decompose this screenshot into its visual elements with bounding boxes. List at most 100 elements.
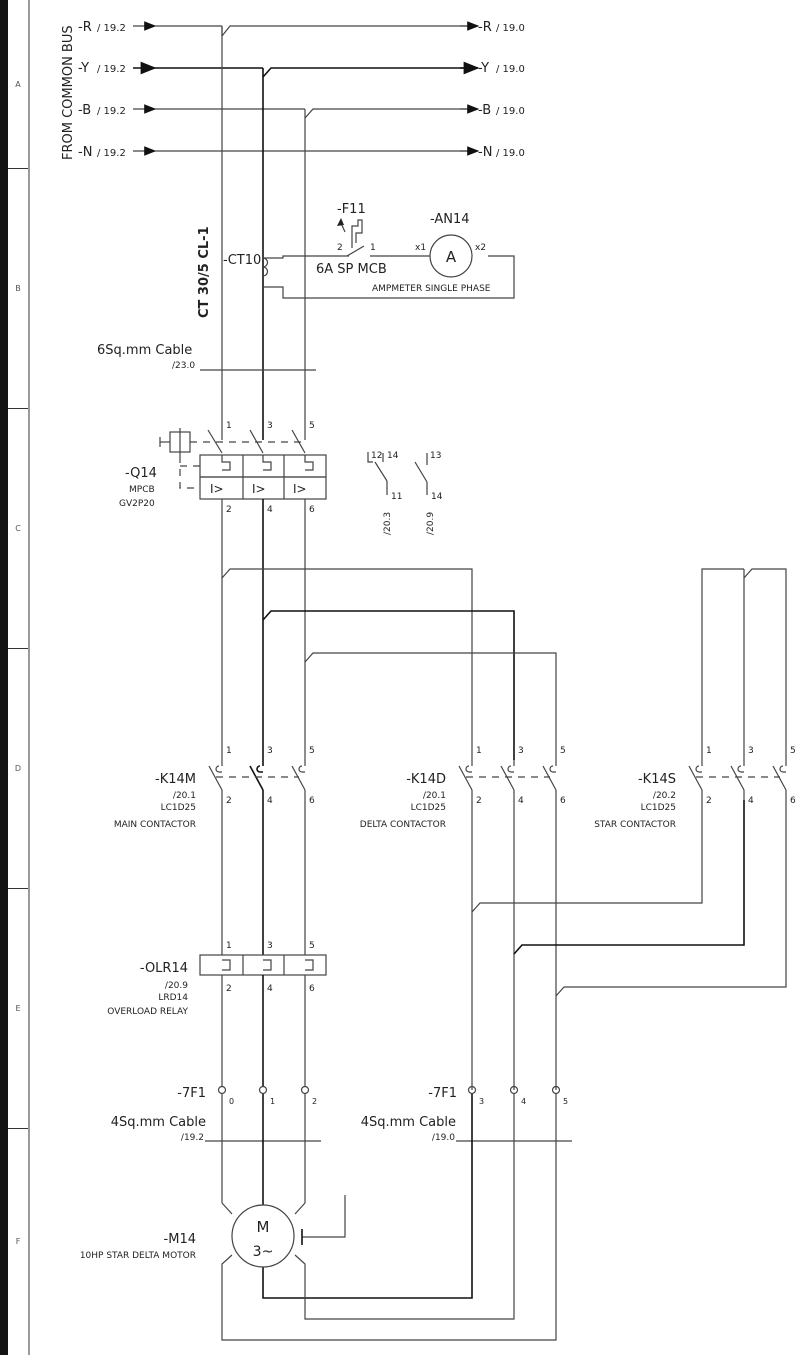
contactor-description: MAIN CONTACTOR (114, 820, 196, 830)
mpcb-trip-1: I> (210, 482, 224, 496)
terminal-num-3: 3 (479, 1097, 484, 1106)
mpcb-q14-symbol (159, 428, 327, 500)
motor-tag: -M14 (164, 1232, 196, 1247)
contactor-model: LC1D25 (641, 803, 676, 813)
contactor-0-symbol (208, 760, 306, 800)
contactor-term-bottom: 4 (748, 796, 754, 806)
olr-tag: -OLR14 (140, 961, 188, 976)
contactor-2-symbol (688, 760, 787, 800)
olr-term-6: 6 (309, 984, 315, 994)
delta-star-crossover-wiring (221, 800, 787, 1090)
terminal-block-1 (217, 1085, 561, 1095)
ct-tag: -CT10 (223, 253, 261, 268)
contactor-term-top: 1 (476, 746, 482, 756)
olr-ref: /20.9 (165, 981, 188, 991)
contactor-term-bottom: 2 (476, 796, 482, 806)
bus-side-label: FROM COMMON BUS (61, 25, 76, 160)
terminal-num-4: 4 (521, 1097, 526, 1106)
cable-bottom-1-ref: /19.2 (181, 1133, 204, 1143)
contactor-term-top: 3 (748, 746, 754, 756)
terminal-num-0: 0 (229, 1097, 234, 1106)
bus-out-n-name: -N (478, 145, 492, 160)
row-zone-label: D (8, 648, 28, 889)
contactor-description: DELTA CONTACTOR (360, 820, 446, 830)
ammeter-x2: x2 (475, 243, 486, 253)
mpcb-term-4: 4 (267, 505, 273, 515)
row-zone-label: F (15, 1237, 21, 1246)
row-zone-label: E (8, 888, 28, 1129)
olr-term-5: 5 (309, 941, 315, 951)
ammeter-circle (429, 234, 473, 278)
ammeter-x1: x1 (415, 243, 426, 253)
aux-nc-term-12: 12 (371, 451, 382, 461)
cable-bottom-2-ref: /19.0 (432, 1133, 455, 1143)
contactor-term-top: 5 (309, 746, 315, 756)
terminal-num-1: 1 (270, 1097, 275, 1106)
power-distribution-wiring (221, 499, 787, 760)
ct-sec-wire-2 (263, 255, 515, 299)
cable-bottom-1-label: 4Sq.mm Cable (111, 1115, 206, 1130)
motor-description: 10HP STAR DELTA MOTOR (80, 1251, 196, 1261)
aux-nc-ref: /20.3 (383, 512, 393, 535)
motor-circle (231, 1204, 295, 1268)
mcb-terminal-2: 2 (337, 243, 343, 253)
bus-out-b-ref: / 19.0 (496, 106, 525, 117)
bus-wire-y-tap (262, 67, 472, 78)
mpcb-term-2: 2 (226, 505, 232, 515)
mcb-tag: -F11 (337, 202, 366, 217)
motor-symbol-3ph: 3~ (253, 1244, 274, 1260)
ct-rating-label: CT 30/5 CL-1 (197, 226, 212, 318)
phase-wires-top (221, 26, 306, 440)
bus-in-y-name: -Y (78, 61, 89, 76)
bus-in-b-ref: / 19.2 (97, 106, 126, 117)
aux-no-term-13: 13 (430, 451, 441, 461)
contactor-term-bottom: 6 (790, 796, 796, 806)
cable-bottom-2-label: 4Sq.mm Cable (361, 1115, 456, 1130)
mpcb-term-6: 6 (309, 505, 315, 515)
contactor-term-top: 1 (706, 746, 712, 756)
bus-wire-b-tap (304, 108, 472, 119)
contactor-term-top: 3 (518, 746, 524, 756)
contactor-term-top: 5 (560, 746, 566, 756)
mcb-description: 6A SP MCB (316, 262, 387, 277)
drawing-frame-border (0, 0, 8, 1355)
mpcb-trip-3: I> (293, 482, 307, 496)
overload-relay-symbol (199, 954, 327, 976)
contactor-tag: -K14S (638, 772, 676, 787)
bus-in-n-name: -N (78, 145, 92, 160)
contactor-term-bottom: 6 (560, 796, 566, 806)
aux-no-term-14: 14 (431, 492, 443, 502)
contactor-ref: /20.1 (423, 791, 446, 801)
ammeter-tag: -AN14 (430, 212, 470, 227)
aux-contacts-symbol (367, 452, 428, 495)
row-zone-label: A (8, 0, 28, 169)
contactor-tag: -K14D (406, 772, 446, 787)
ammeter-description: AMPMETER SINGLE PHASE (372, 284, 491, 294)
olr-term-3: 3 (267, 941, 273, 951)
contactor-description: STAR CONTACTOR (594, 820, 676, 830)
olr-term-1: 1 (226, 941, 232, 951)
olr-term-4: 4 (267, 984, 273, 994)
mpcb-model: GV2P20 (119, 499, 155, 509)
cable-top-label: 6Sq.mm Cable (97, 343, 192, 358)
terminal-num-2: 2 (312, 1097, 317, 1106)
mpcb-trip-2: I> (252, 482, 266, 496)
bus-wire-r-tap (221, 25, 472, 37)
ammeter-symbol: A (446, 248, 457, 266)
row-zone-strip: A B C D E F (8, 0, 30, 1355)
terminal-tag-2: -7F1 (428, 1086, 457, 1101)
bus-out-y-ref: / 19.0 (496, 64, 525, 75)
mpcb-term-5: 5 (309, 421, 315, 431)
aux-no-ref: /20.9 (426, 512, 436, 535)
bus-out-b-name: -B (478, 103, 491, 118)
mcb-terminal-1: 1 (370, 243, 376, 253)
contactor-ref: /20.1 (173, 791, 196, 801)
contactor-tag: -K14M (155, 772, 196, 787)
mpcb-type: MPCB (129, 485, 155, 495)
contactor-term-bottom: 2 (706, 796, 712, 806)
bus-in-r-name: -R (78, 20, 92, 35)
ct-coil-icon (262, 257, 269, 277)
bus-in-b-name: -B (78, 103, 91, 118)
contactor-term-top: 3 (267, 746, 273, 756)
terminal-tag-1: -7F1 (177, 1086, 206, 1101)
